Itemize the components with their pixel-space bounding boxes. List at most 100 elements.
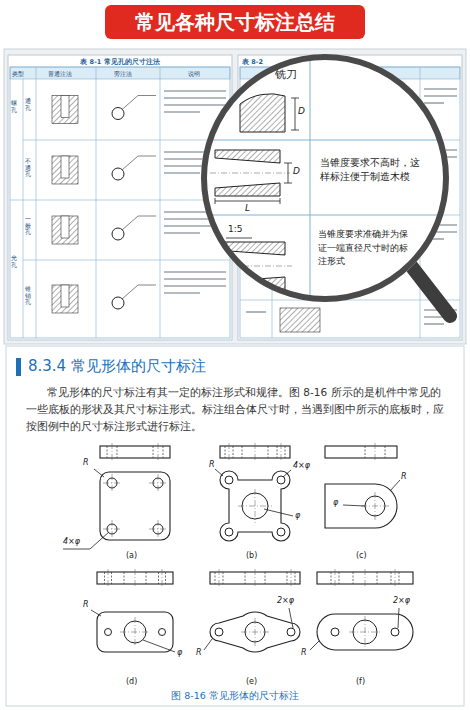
dimension-label: φ [177, 648, 182, 658]
drawing-line [223, 572, 224, 584]
drawing-line [108, 569, 109, 587]
drawing-line [138, 285, 156, 286]
drawing-line [365, 569, 366, 587]
drawing-line [111, 572, 112, 584]
drawing-line [233, 446, 234, 458]
drawing-line [264, 509, 293, 516]
table-cell: 通孔 [25, 98, 31, 111]
lens-content [201, 54, 449, 302]
drawing-line [164, 292, 200, 294]
drawing-line [122, 156, 138, 170]
drawing-line [158, 474, 159, 492]
dimension-label: 4×φ [63, 537, 80, 547]
drawing-line [138, 95, 156, 96]
drawing-line [398, 608, 399, 628]
table-cell: 锥销孔 [25, 286, 31, 306]
dimension-label: 4×φ [293, 461, 310, 471]
front-view [325, 446, 397, 458]
heading-text: 表 8-2 [242, 58, 263, 66]
dimension-label: D [298, 106, 305, 117]
hole [215, 628, 223, 636]
magnifier-lens [201, 54, 449, 302]
drawing-line [424, 95, 457, 97]
drawing-line [375, 443, 376, 461]
dimension-label: 1:5 [228, 224, 242, 235]
hole [225, 528, 233, 536]
magnifier-view [201, 54, 450, 316]
dimension-label: R [83, 600, 89, 610]
drawing-line [23, 79, 24, 338]
drawing-line [215, 469, 223, 476]
drawing-line [225, 446, 226, 458]
dimension-label: 2×φ [277, 596, 294, 606]
drawing-line [164, 285, 226, 287]
drawing-line [280, 198, 281, 204]
drawing-line [291, 130, 299, 131]
hole [331, 628, 339, 636]
drawing-line [90, 532, 109, 549]
page-sheet [8, 55, 232, 340]
drawing-line [229, 443, 230, 461]
section-panel: 8.3.4 常见形体的尺寸标注常见形体的尺寸标注有其一定的标注形式和规律。图 8… [6, 346, 464, 706]
drawing-line [424, 323, 444, 325]
front-view [100, 446, 170, 458]
drawing-line [135, 569, 136, 587]
drawing-line [399, 572, 400, 584]
hole [159, 629, 166, 636]
drawing-line [23, 260, 230, 261]
drawing-line [240, 300, 460, 301]
hole [225, 476, 233, 484]
drawing-line [164, 271, 226, 273]
drawing-line [310, 54, 311, 302]
table-cell: 说明 [188, 70, 200, 78]
drawing-line [377, 572, 378, 584]
drawing-line [365, 446, 366, 458]
drawing-line [284, 163, 292, 164]
table-cell: 一般孔 [25, 216, 31, 236]
drawing-line [245, 572, 246, 584]
plan-view [100, 472, 170, 540]
heading-text: 表 8-1 常见孔的尺寸注法 [8, 58, 232, 66]
drawing-line [124, 572, 125, 584]
dimension-label: R [196, 648, 202, 658]
hole [287, 628, 295, 636]
table-header [10, 67, 230, 79]
drawing-line [395, 569, 396, 587]
hole [105, 629, 112, 636]
title-banner [105, 5, 365, 39]
drawing-line [215, 201, 280, 202]
drawing-line [365, 616, 366, 648]
section-figures [6, 346, 464, 706]
scan-frame [4, 49, 466, 344]
hole [391, 628, 399, 636]
part-section [215, 150, 280, 163]
drawing-line [246, 311, 266, 313]
drawing-line [122, 96, 138, 110]
drawing-line [138, 156, 156, 157]
table-cell: 普通注法 [48, 70, 72, 78]
drawing-line [158, 572, 159, 584]
drawing-line [215, 572, 216, 584]
drawing-line [353, 572, 354, 584]
hole-section [52, 156, 78, 184]
drawing-line [255, 443, 256, 461]
drawing-line [285, 446, 286, 458]
drawing-line [210, 266, 292, 267]
hole-bore [61, 285, 69, 307]
part-section [240, 94, 285, 132]
body-text: 当锥度要求准确并为保证一端直径尺寸时的标注形式 [318, 228, 410, 269]
drawing-line [153, 446, 154, 458]
heading-text: 铣刀 [275, 68, 297, 82]
drawing-line [289, 608, 293, 628]
figure-letter: (b) [246, 551, 257, 561]
drawing-line [158, 443, 159, 461]
drawing-line [281, 443, 282, 461]
drawing-line [158, 520, 159, 538]
drawing-line [146, 572, 147, 584]
drawing-line [112, 443, 113, 461]
drawing-line [339, 572, 340, 584]
plan-view [325, 484, 397, 528]
magnifier-rim [204, 57, 446, 299]
body-text: 当锥度要求不高时，这样标注便于制造木模 [320, 156, 420, 185]
table-border [10, 67, 230, 338]
